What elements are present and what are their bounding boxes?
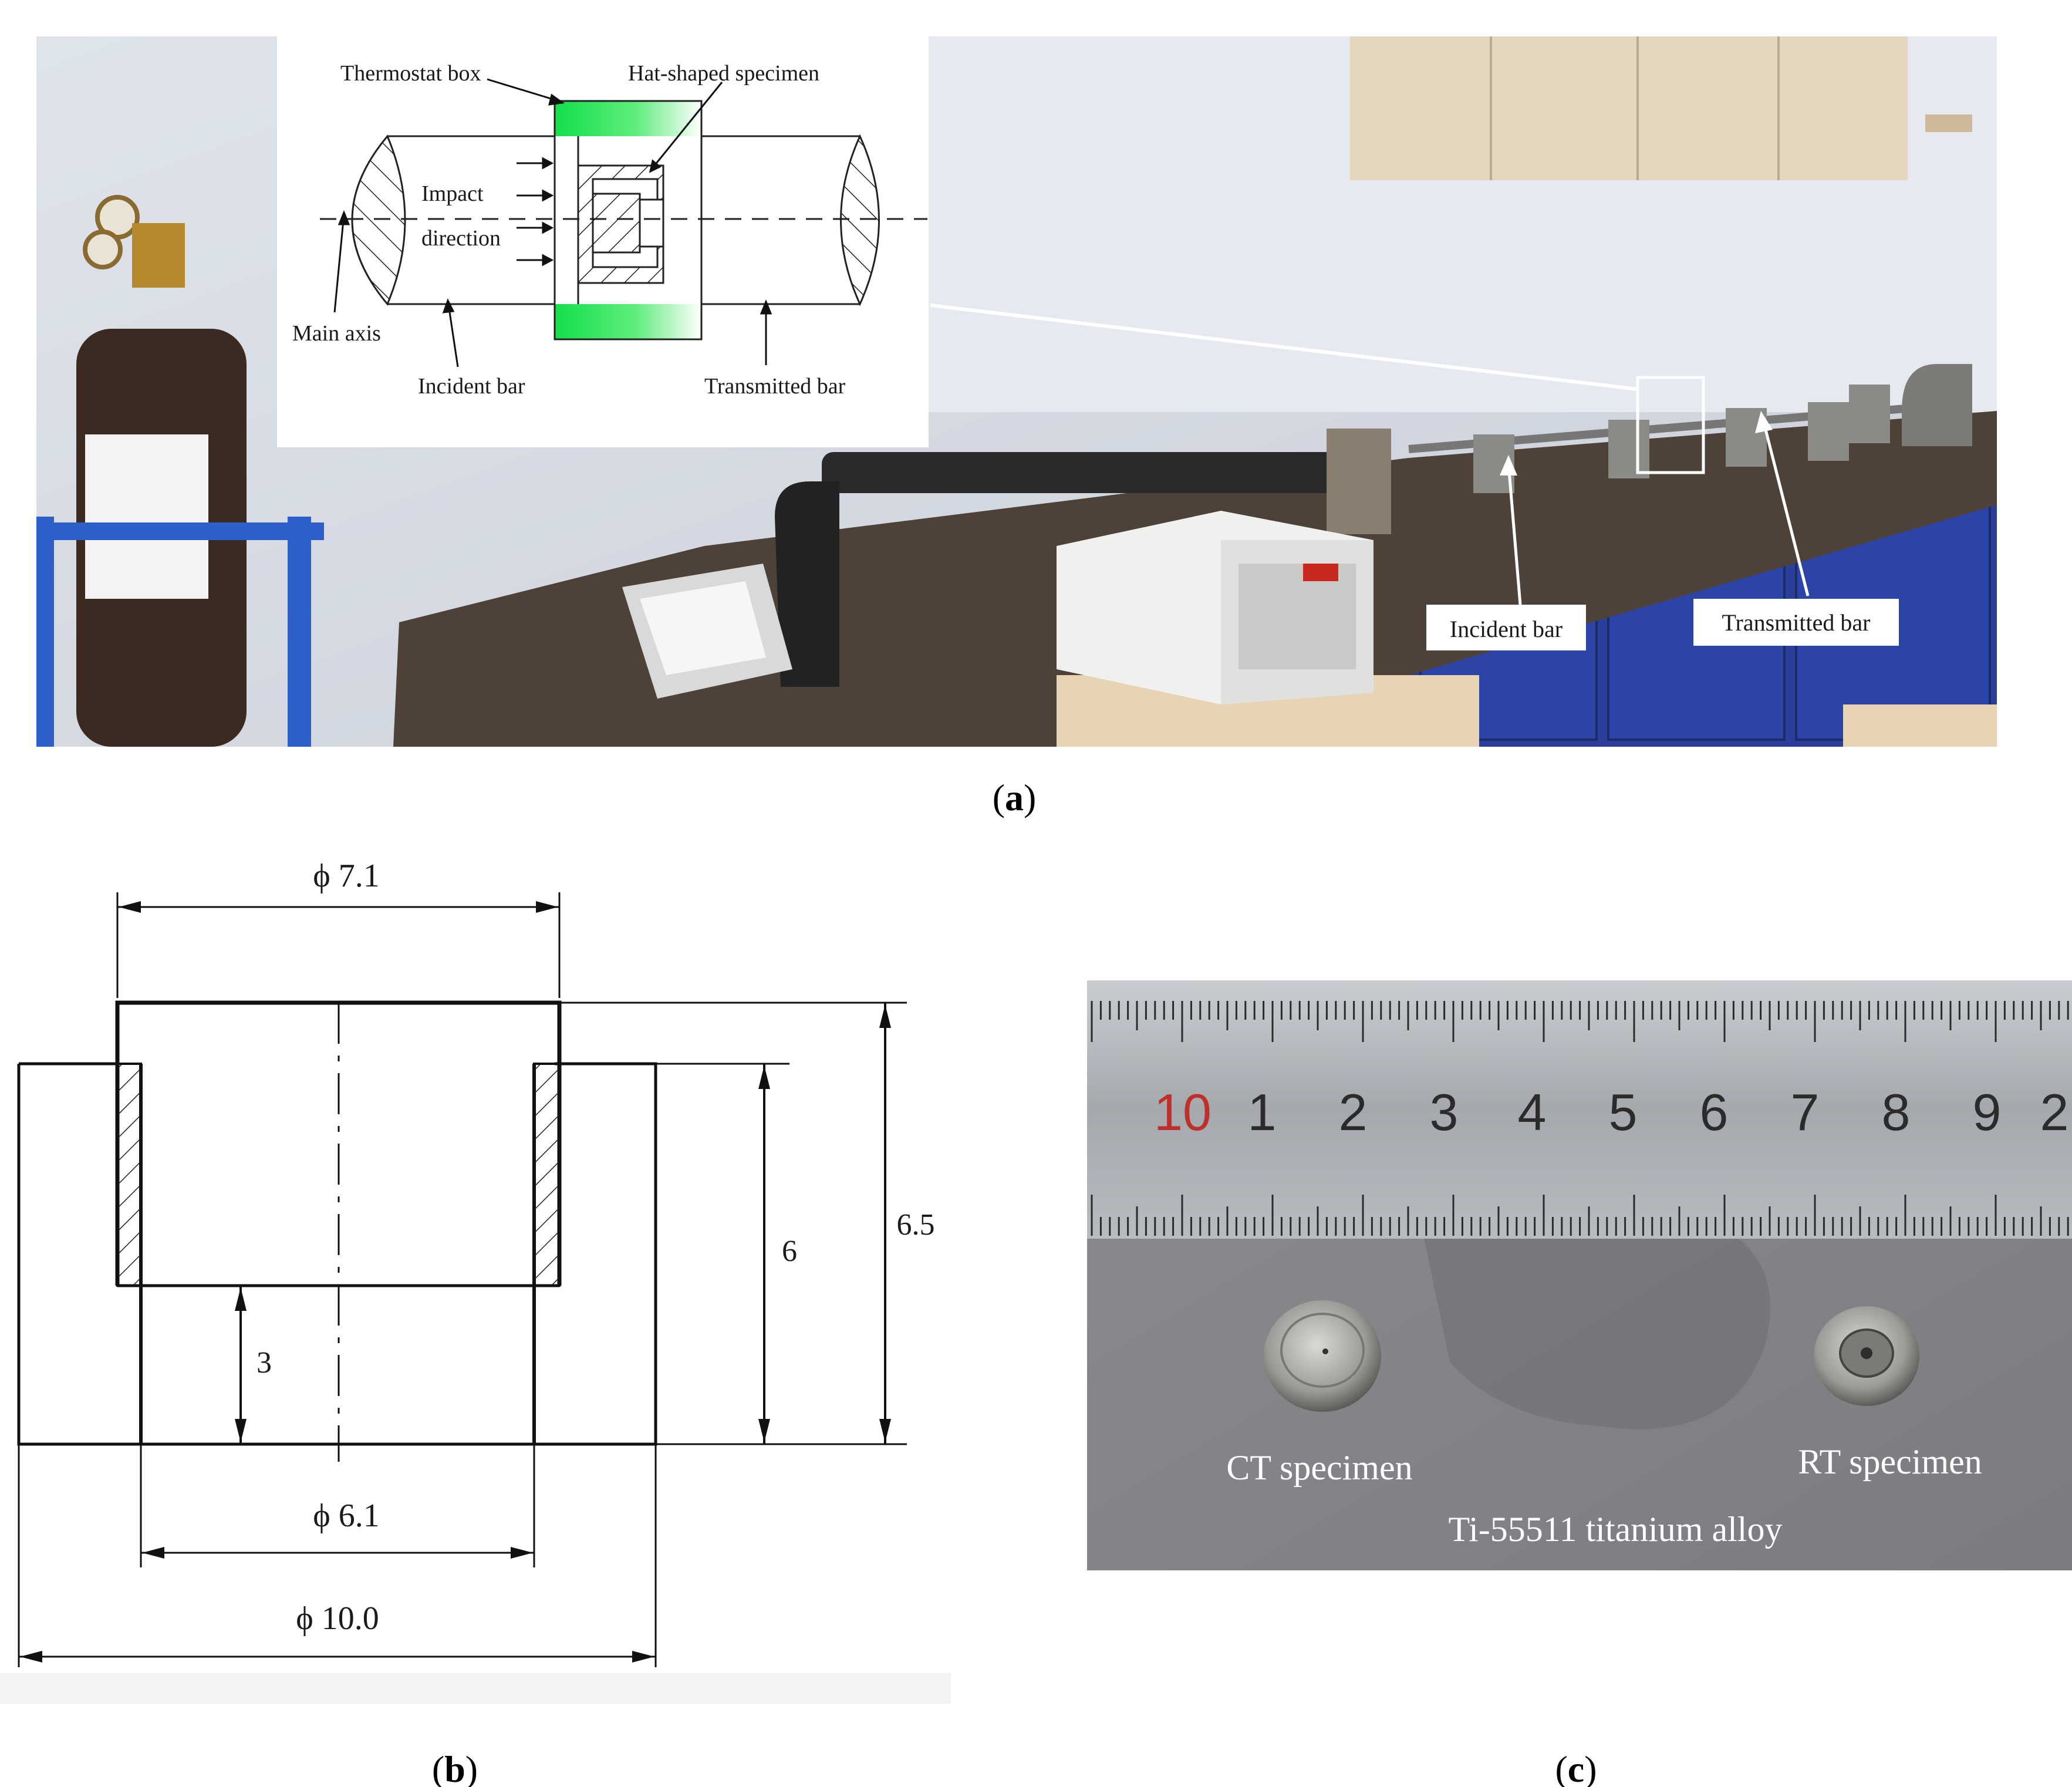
inset-pointer-line <box>930 304 1638 391</box>
svg-text:Transmitted bar: Transmitted bar <box>1722 609 1871 636</box>
ruler-number: 4 <box>1518 1083 1547 1141</box>
ruler-number: 9 <box>1973 1083 2002 1141</box>
dim-right-outer: 6.5 <box>897 1208 935 1242</box>
panel-b-drawing <box>17 892 907 1667</box>
label-ct-specimen: CT specimen <box>1226 1448 1412 1487</box>
label-rt-specimen: RT specimen <box>1798 1442 1982 1481</box>
inset-schematic: Thermostat box Hat-shaped specimen Impac… <box>277 36 929 447</box>
drawing-scan-edge <box>0 1673 951 1704</box>
ruler-number: 3 <box>1430 1083 1459 1141</box>
label-alloy: Ti-55511 titanium alloy <box>1449 1510 1783 1549</box>
specimen-highlight-box <box>1636 376 1705 474</box>
panel-a-photo: Incident bar Transmitted bar <box>36 36 1997 747</box>
inset-leader-arrows <box>333 78 772 367</box>
schematic-hat-specimen <box>577 164 664 284</box>
dim-top: ϕ 7.1 <box>313 858 379 894</box>
label-impact: Impact <box>421 181 484 206</box>
gas-cylinder <box>36 195 324 747</box>
schematic-thermostat-box <box>554 100 703 340</box>
incident-bar-pointer <box>1507 463 1522 605</box>
dim-inner-height: 3 <box>257 1346 272 1380</box>
wall-cabinets <box>1350 36 1972 180</box>
dim-bottom: ϕ 10.0 <box>296 1600 379 1637</box>
schematic-transmitted-bar <box>701 134 880 306</box>
label-incident-bar: Incident bar <box>418 374 525 399</box>
photo-label-incident: Incident bar <box>1426 605 1586 650</box>
shear-zone-left <box>116 1063 142 1287</box>
caption-b: (b) <box>432 1748 478 1787</box>
label-main-axis: Main axis <box>292 321 381 346</box>
ruler-number: 8 <box>1882 1083 1911 1141</box>
shear-zone-right <box>533 1063 561 1287</box>
ruler-number: 2 <box>2040 1083 2069 1141</box>
ruler-number: 10 <box>1154 1083 1212 1141</box>
ruler-number: 7 <box>1791 1083 1820 1141</box>
ruler-number: 5 <box>1609 1083 1638 1141</box>
transmitted-bar-pointer <box>1762 422 1810 596</box>
touch-panel <box>622 564 792 699</box>
label-direction: direction <box>421 226 501 251</box>
impact-arrows <box>517 157 554 267</box>
label-transmitted-bar: Transmitted bar <box>704 374 846 399</box>
hopkinson-bars <box>1408 364 1972 493</box>
dim-mid: ϕ 6.1 <box>313 1498 379 1534</box>
schematic-incident-bar <box>351 134 556 306</box>
caption-a: (a) <box>993 777 1037 818</box>
caption-c: (c) <box>1555 1748 1597 1787</box>
dim-right-inner: 6 <box>782 1235 797 1268</box>
ruler-number: 2 <box>1339 1083 1368 1141</box>
rt-specimen <box>1814 1306 1919 1406</box>
label-hat-specimen: Hat-shaped specimen <box>628 61 819 86</box>
control-unit <box>1057 511 1374 704</box>
ct-specimen <box>1264 1300 1381 1412</box>
ruler-number: 1 <box>1248 1083 1277 1141</box>
striker-bar <box>775 429 1391 687</box>
steel-ruler <box>1087 980 2072 1239</box>
label-thermostat-box: Thermostat box <box>340 61 481 86</box>
ruler-number: 6 <box>1700 1083 1729 1141</box>
svg-text:Incident bar: Incident bar <box>1450 616 1563 642</box>
photo-label-transmitted: Transmitted bar <box>1693 599 1899 646</box>
